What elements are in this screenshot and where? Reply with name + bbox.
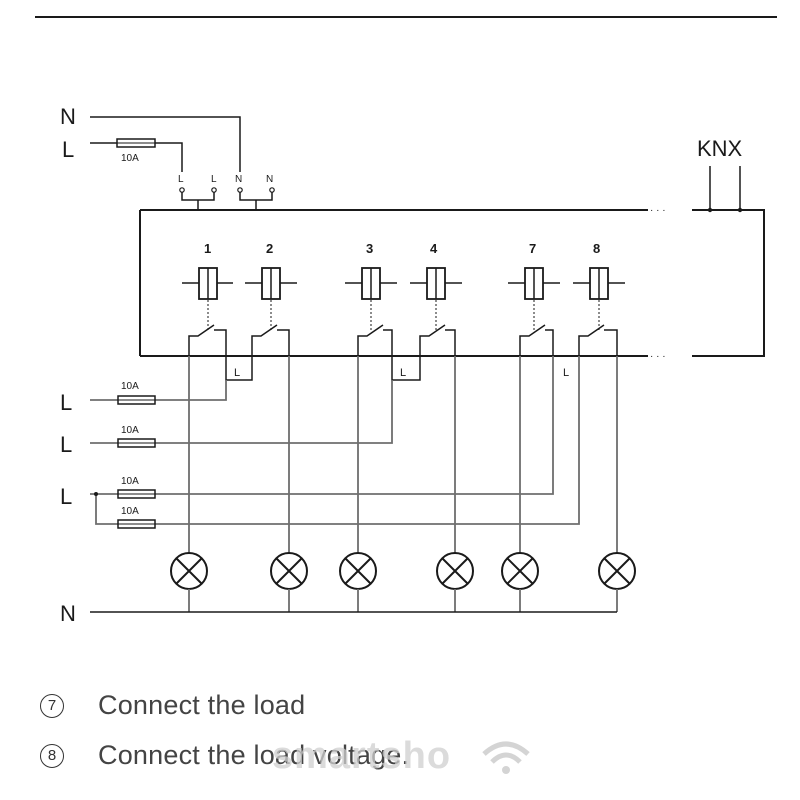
terminal-bridge-l bbox=[181, 192, 215, 210]
lamp-neutral-drops bbox=[188, 589, 618, 612]
terminal-label-l2: L bbox=[211, 174, 217, 185]
relay-coil-8 bbox=[573, 267, 625, 300]
neutral-label: N bbox=[60, 601, 76, 626]
step-7: 7 Connect the load bbox=[40, 690, 305, 721]
terminal-bridge-n bbox=[239, 192, 273, 210]
bridge-label-7-8: L bbox=[563, 367, 569, 379]
actuator-housing bbox=[139, 209, 765, 357]
feed-wire-1 bbox=[90, 380, 227, 401]
step-8-number: 8 bbox=[40, 743, 64, 768]
supply-l-label: L bbox=[62, 137, 74, 162]
relay-coil-1 bbox=[182, 267, 233, 300]
terminal-label-l1: L bbox=[178, 174, 184, 185]
channel-label-1: 1 bbox=[204, 241, 211, 256]
housing-gap-top: · · · bbox=[650, 205, 666, 216]
lamp-icon bbox=[436, 552, 474, 590]
feed-label-1: L bbox=[60, 390, 72, 415]
feed-fuse-label-1: 10A bbox=[121, 381, 139, 392]
switch-contact-4 bbox=[419, 300, 456, 356]
channel-label-8: 8 bbox=[593, 241, 600, 256]
supply-n-wire bbox=[90, 116, 241, 172]
feed-label-3: L bbox=[60, 484, 72, 509]
feed-fuse-label-2: 10A bbox=[121, 425, 139, 436]
feed-junction bbox=[94, 492, 98, 496]
step-8-text: Connect the load voltage. bbox=[98, 740, 410, 770]
supply-fuse-label: 10A bbox=[121, 153, 139, 164]
bridge-3-4 bbox=[391, 356, 421, 381]
switch-contact-3 bbox=[357, 300, 393, 356]
lamp-icon bbox=[598, 552, 636, 590]
lamp-icon bbox=[339, 552, 377, 590]
feed-wire-2 bbox=[90, 380, 393, 444]
lamp-icon bbox=[270, 552, 308, 590]
channel-label-4: 4 bbox=[430, 241, 438, 256]
bridge-label-3-4: L bbox=[400, 367, 406, 379]
supply-l-wire bbox=[90, 142, 183, 172]
feed-wire-4 bbox=[95, 356, 580, 525]
feed-wire-3 bbox=[90, 356, 554, 495]
bridge-label-1-2: L bbox=[234, 367, 240, 379]
wifi-icon bbox=[482, 741, 530, 774]
knx-dot-2 bbox=[737, 207, 743, 213]
housing-gap-bottom: · · · bbox=[650, 351, 666, 362]
bridge-1-2 bbox=[225, 356, 253, 381]
terminal-label-n2: N bbox=[266, 174, 273, 185]
terminal-n2 bbox=[269, 187, 275, 193]
feed-fuse-label-3: 10A bbox=[121, 476, 139, 487]
channel-label-7: 7 bbox=[529, 241, 536, 256]
supply-n-label: N bbox=[60, 104, 76, 129]
switch-contact-8 bbox=[578, 300, 618, 356]
terminal-label-n1: N bbox=[235, 174, 242, 185]
relay-coil-7 bbox=[508, 267, 560, 300]
feed-label-2: L bbox=[60, 432, 72, 457]
knx-label: KNX bbox=[697, 136, 743, 161]
channel-label-3: 3 bbox=[366, 241, 373, 256]
step-7-text: Connect the load bbox=[98, 690, 306, 720]
watermark-text: smartsho bbox=[272, 735, 452, 777]
lamp-icon bbox=[170, 552, 208, 590]
switch-contact-1 bbox=[188, 300, 227, 356]
relay-coil-4 bbox=[410, 267, 462, 300]
step-7-number: 7 bbox=[40, 693, 64, 718]
relay-coil-3 bbox=[345, 267, 397, 300]
terminal-l1 bbox=[179, 187, 185, 193]
switch-contact-7 bbox=[519, 300, 554, 356]
terminal-l2 bbox=[211, 187, 217, 193]
step-8: 8 Connect the load voltage. bbox=[40, 740, 409, 771]
relay-coil-2 bbox=[245, 267, 297, 300]
knx-dot-1 bbox=[707, 207, 713, 213]
lamp-icon bbox=[501, 552, 539, 590]
channel-label-2: 2 bbox=[266, 241, 273, 256]
terminal-n1 bbox=[237, 187, 243, 193]
switch-contact-2 bbox=[251, 300, 290, 356]
feed-fuse-label-4: 10A bbox=[121, 506, 139, 517]
